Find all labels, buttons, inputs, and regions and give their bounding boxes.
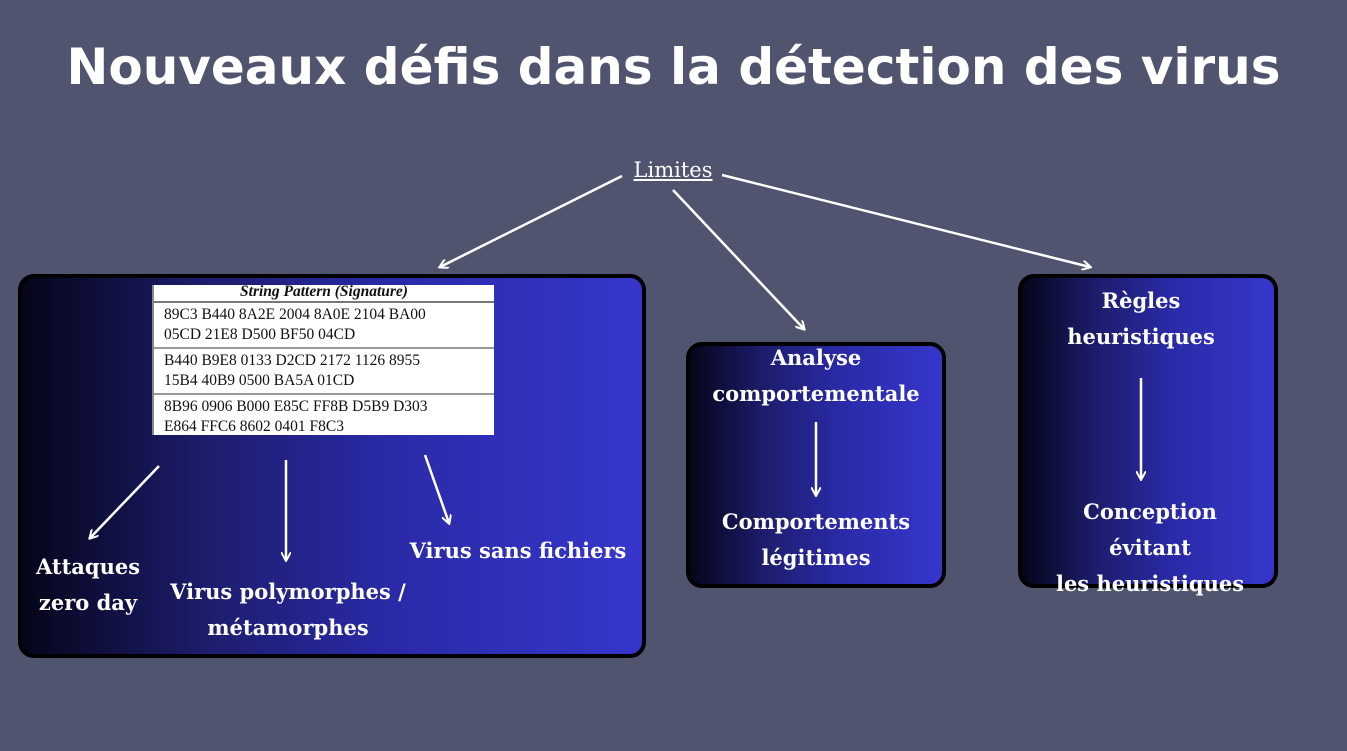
signature-row: B440 B9E8 0133 D2CD 2172 1126 8955 15B4 … bbox=[154, 349, 494, 395]
label-legit-behaviors: Comportements légitimes bbox=[721, 509, 911, 570]
label-polymorphic: Virus polymorphes / métamorphes bbox=[170, 579, 406, 640]
label-heuristic-evasion: Conception évitant les heuristiques bbox=[1055, 499, 1245, 596]
signature-table: String Pattern (Signature) 89C3 B440 8A2… bbox=[152, 285, 494, 435]
label-behavior-analysis: Analyse comportementale bbox=[712, 345, 920, 406]
arrow-to-signature bbox=[440, 174, 623, 267]
root-node-limites: Limites bbox=[633, 158, 713, 182]
label-fileless: Virus sans fichiers bbox=[409, 538, 627, 563]
label-heuristic-rules: Règles heuristiques bbox=[1067, 288, 1215, 349]
arrow-fileless bbox=[423, 454, 449, 523]
signature-row: 89C3 B440 8A2E 2004 8A0E 2104 BA00 05CD … bbox=[154, 303, 494, 349]
arrow-to-heuristic bbox=[721, 173, 1090, 267]
arrow-to-behavior bbox=[672, 189, 804, 329]
label-zero-day: Attaques zero day bbox=[35, 554, 141, 615]
signature-row: 8B96 0906 B000 E85C FF8B D5B9 D303 E864 … bbox=[164, 398, 428, 435]
heuristic-box bbox=[1018, 274, 1278, 588]
arrow-zero-day bbox=[90, 465, 160, 538]
signature-table-header: String Pattern (Signature) bbox=[154, 285, 494, 303]
slide-title: Nouveaux défis dans la détection des vir… bbox=[66, 38, 1281, 96]
